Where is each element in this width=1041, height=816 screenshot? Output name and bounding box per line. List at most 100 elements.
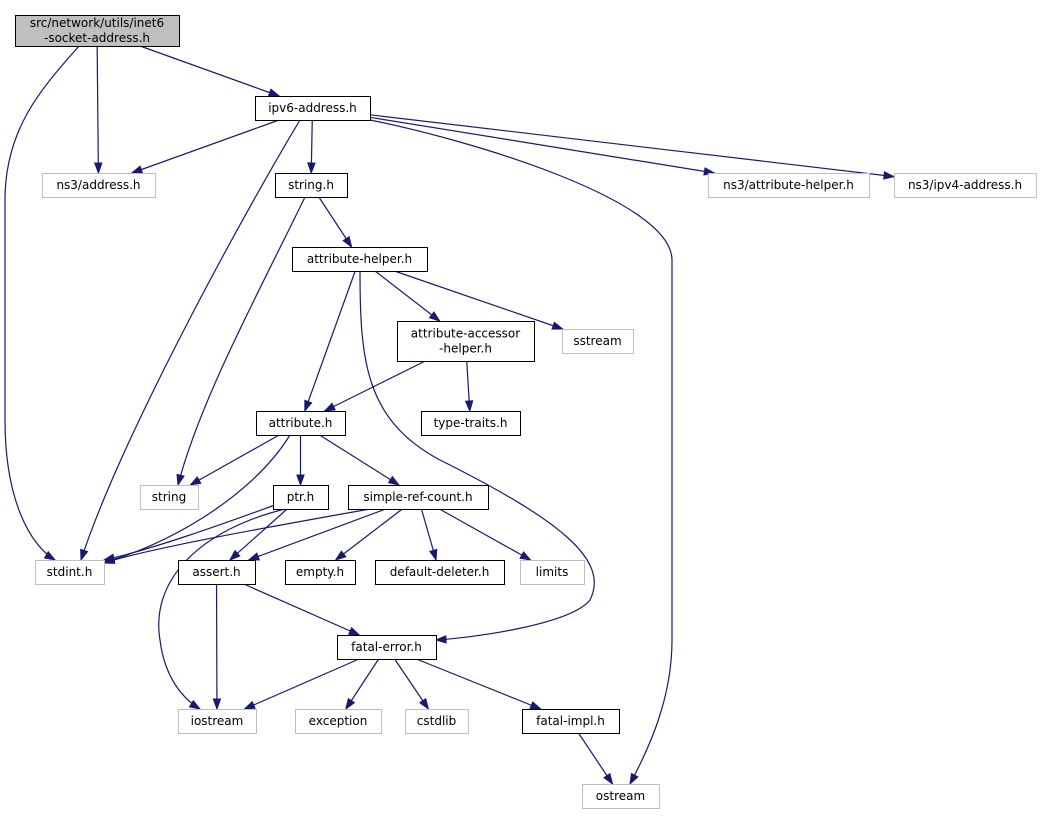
node-label: ostream: [596, 789, 645, 803]
node-box: [348, 485, 489, 510]
node-deleter[interactable]: default-deleter.h: [375, 560, 505, 585]
edge-root-to-stdint: [4, 45, 80, 561]
arrowhead-icon: [429, 548, 438, 562]
edge-attrhelper-to-fatalerror: [359, 270, 595, 644]
arrowhead-icon: [93, 162, 103, 175]
node-cstdlib: cstdlib: [405, 709, 469, 734]
edge-attrhelper-to-attribute: [304, 270, 356, 413]
node-box: [255, 96, 371, 121]
node-box: [520, 560, 585, 585]
arrowhead-icon: [307, 162, 316, 175]
edge-attribute-to-simpleref: [319, 434, 401, 486]
arrowhead-icon: [130, 165, 144, 174]
edge-fatalerror-to-iostream: [243, 658, 360, 710]
arrowhead-icon: [434, 635, 447, 644]
node-simpleref[interactable]: simple-ref-count.h: [348, 485, 489, 510]
node-box: [421, 411, 521, 436]
edge-accessor-to-attribute: [323, 360, 426, 412]
edge-attribute-to-string: [189, 434, 280, 486]
node-ipv6[interactable]: ipv6-address.h: [255, 96, 371, 121]
node-label: cstdlib: [417, 714, 456, 728]
node-box: [140, 485, 199, 510]
edge-ipv6-to-ostream: [369, 119, 673, 786]
node-box: [42, 173, 156, 198]
node-box: [15, 15, 180, 47]
node-label: exception: [309, 714, 368, 728]
edge-fatalerror-to-exception: [345, 658, 380, 711]
node-label: ptr.h: [287, 490, 315, 504]
arrowhead-icon: [418, 697, 430, 711]
arrowhead-icon: [387, 475, 401, 486]
node-label: ns3/ipv4-address.h: [908, 178, 1022, 192]
node-label: stdint.h: [47, 565, 93, 579]
node-typetraits[interactable]: type-traits.h: [421, 411, 521, 436]
arrowhead-icon: [228, 549, 241, 561]
arrowhead-icon: [176, 473, 185, 487]
arrowhead-icon: [603, 772, 614, 786]
node-root[interactable]: src/network/utils/inet6-socket-address.h: [15, 15, 180, 47]
node-label: limits: [536, 565, 569, 579]
edge-ipv6-to-stdint: [80, 119, 301, 562]
node-empty[interactable]: empty.h: [285, 560, 356, 585]
arrowhead-icon: [428, 311, 441, 322]
arrowhead-icon: [629, 772, 639, 786]
arrowhead-icon: [43, 550, 57, 561]
arrowhead-icon: [342, 235, 353, 249]
node-assert[interactable]: assert.h: [178, 560, 256, 585]
node-box: [405, 709, 469, 734]
edge-fatalerror-to-cstdlib: [394, 658, 430, 711]
node-label: assert.h: [192, 565, 240, 579]
edge-attribute-to-ptr: [296, 435, 305, 487]
arrowhead-icon: [345, 697, 356, 711]
node-box: [708, 173, 870, 198]
arrowhead-icon: [323, 402, 336, 412]
node-attrhelper[interactable]: attribute-helper.h: [292, 247, 428, 272]
edge-ptr-to-assert: [228, 508, 288, 561]
node-ns3ipv4: ns3/ipv4-address.h: [894, 173, 1037, 198]
node-label: attribute-accessor: [411, 327, 520, 341]
node-label: string.h: [288, 178, 334, 192]
arrowhead-icon: [189, 476, 202, 486]
node-stringh[interactable]: string.h: [275, 173, 348, 198]
node-label: -socket-address.h: [44, 31, 150, 45]
node-box: [397, 321, 535, 362]
edge-simpleref-to-limits: [439, 508, 532, 561]
arrowhead-icon: [243, 700, 256, 710]
nodes-layer: src/network/utils/inet6-socket-address.h…: [15, 15, 1037, 809]
edge-attrhelper-to-sstream: [394, 270, 565, 330]
edge-ptr-to-stdint: [102, 504, 276, 562]
arrowhead-icon: [529, 701, 543, 710]
edge-simpleref-to-assert: [247, 508, 386, 561]
node-box: [562, 329, 634, 354]
node-label: ipv6-address.h: [268, 101, 357, 115]
node-box: [275, 173, 348, 198]
edge-ipv6-to-ns3addr: [130, 119, 280, 174]
arrowhead-icon: [247, 552, 261, 561]
node-ptr[interactable]: ptr.h: [273, 485, 329, 510]
node-fatalerror[interactable]: fatal-error.h: [337, 635, 437, 660]
node-exception: exception: [295, 709, 382, 734]
edge-accessor-to-typetraits: [464, 360, 474, 413]
node-accessor[interactable]: attribute-accessor-helper.h: [397, 321, 535, 362]
arrowhead-icon: [304, 399, 313, 413]
node-label: type-traits.h: [434, 416, 508, 430]
node-label: attribute-helper.h: [307, 252, 412, 266]
node-attribute[interactable]: attribute.h: [256, 411, 346, 436]
node-ns3addr: ns3/address.h: [42, 173, 156, 198]
node-label: fatal-impl.h: [536, 714, 605, 728]
edge-ipv6-to-ns3attr: [369, 116, 716, 176]
edge-attrhelper-to-accessor: [374, 270, 441, 322]
node-label: iostream: [191, 714, 244, 728]
edge-stringh-to-string: [176, 196, 306, 487]
edge-simpleref-to-stdint: [102, 508, 371, 564]
node-box: [375, 560, 505, 585]
node-label: attribute.h: [269, 416, 333, 430]
node-sstream: sstream: [562, 329, 634, 354]
node-fatalimpl[interactable]: fatal-impl.h: [522, 709, 620, 734]
edge-ptr-to-iostream: [158, 508, 286, 710]
arrowhead-icon: [551, 321, 565, 330]
node-string: string: [140, 485, 199, 510]
edge-ipv6-to-ns3ipv4: [369, 114, 896, 180]
arrowhead-icon: [519, 551, 532, 561]
